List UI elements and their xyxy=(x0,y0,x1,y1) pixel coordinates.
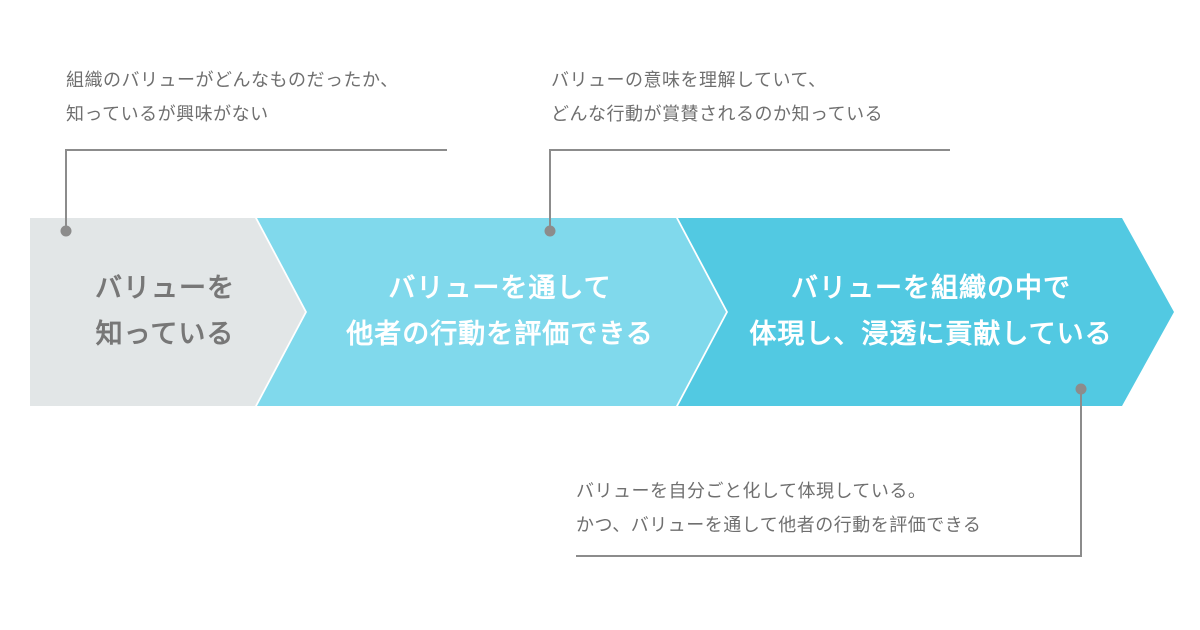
stage-3-label-line-1: バリューを組織の中で xyxy=(791,273,1071,304)
note-3-line-1: バリューを自分ごと化して体現している。 xyxy=(576,481,927,502)
stage-2-label: バリューを通して 他者の行動を評価できる xyxy=(300,266,700,358)
stage-3-label-line-2: 体現し、浸透に貢献している xyxy=(749,319,1113,350)
note-1: 組織のバリューがどんなものだったか、 知っているが興味がない xyxy=(66,64,399,132)
note-3: バリューを自分ごと化して体現している。 かつ、バリューを通して他者の行動を評価で… xyxy=(576,475,981,543)
note-2-line-2: どんな行動が賞賛されるのか知っている xyxy=(551,104,884,125)
note-1-leader-line xyxy=(65,149,447,231)
stage-3-label: バリューを組織の中で 体現し、浸透に貢献している xyxy=(716,266,1146,358)
stage-1-arrow xyxy=(30,218,305,406)
note-1-anchor-dot xyxy=(60,225,72,237)
stage-1-label-line-2: 知っている xyxy=(95,319,235,350)
stage-2-label-line-1: バリューを通して xyxy=(388,273,612,304)
stage-2-arrow xyxy=(257,218,726,406)
stage-2-label-line-2: 他者の行動を評価できる xyxy=(346,319,654,350)
note-2-leader-line xyxy=(549,149,950,231)
note-2: バリューの意味を理解していて、 どんな行動が賞賛されるのか知っている xyxy=(551,64,883,132)
stage-1-label-line-1: バリューを xyxy=(95,273,235,304)
stage-1-label: バリューを 知っている xyxy=(52,266,278,358)
note-1-line-2: 知っているが興味がない xyxy=(66,104,269,125)
note-3-leader-line xyxy=(576,389,1082,557)
note-1-line-1: 組織のバリューがどんなものだったか、 xyxy=(66,70,399,91)
note-2-line-1: バリューの意味を理解していて、 xyxy=(551,70,827,91)
note-3-line-2: かつ、バリューを通して他者の行動を評価できる xyxy=(576,515,982,536)
stage-3-arrow xyxy=(678,218,1174,406)
note-2-anchor-dot xyxy=(544,225,556,237)
note-3-anchor-dot xyxy=(1075,383,1087,395)
